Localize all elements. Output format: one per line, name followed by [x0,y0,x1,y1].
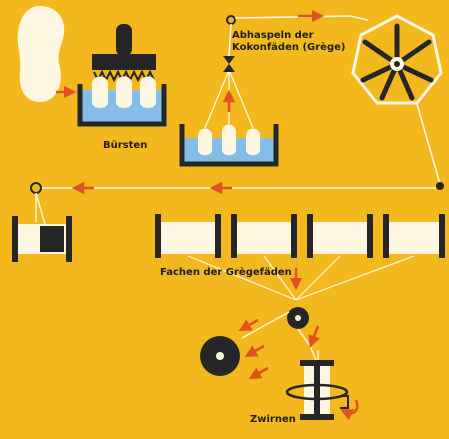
spindle-top [300,360,334,366]
twisting-label: Zwirnen [250,414,296,425]
doubling-bobbin-1-flange-left [155,214,161,258]
left-guide-eye [30,182,42,194]
reel-down-thread [416,103,441,185]
brushing-label: Bürsten [103,140,148,151]
doubling-threads [187,255,415,301]
doubling-bobbin-2 [236,222,292,254]
spindle-bottom [300,414,334,420]
brush-bristles [93,69,155,83]
cocoon-reel-1 [198,128,212,156]
doubling-label: Fachen der Grègefäden [160,267,292,278]
doubling-bobbin-1 [160,222,216,254]
doubling-bobbin-4-flange-right [439,214,445,258]
doubling-bobbin-4 [388,222,440,254]
reel-spokes [360,23,434,101]
spindle-rotation-hook [340,395,349,409]
rotation-arrow [340,399,359,421]
reeling-label-line-2: Kokonfäden (Grège) [232,42,346,53]
brushing-bath-tank [77,84,167,127]
doubling-pulley-center [295,315,301,321]
twisting-spindle [285,350,359,421]
cocoon [17,6,65,102]
croissure-guide [223,56,235,72]
cocoon-in-bath-3 [140,76,156,108]
silk-reel [351,14,443,105]
cocoon-reel-3 [246,128,260,156]
winding-bobbin-flange-right [66,216,72,262]
spindle-rotation-ring [285,383,349,401]
doubling-bobbin-3 [312,222,368,254]
doubling-bobbin-2-flange-right [291,214,297,258]
right-guide-eye [436,182,444,190]
doubling-bobbin-1-flange-right [215,214,221,258]
reeling-label-line-1: Abhaspeln der [232,30,314,41]
cocoon-reel-2 [222,124,236,156]
doubling-bobbin-4-flange-left [383,214,389,258]
brushing-station [77,24,167,127]
doubling-bobbin-3-flange-right [367,214,373,258]
winding-bobbin-wound [40,226,64,252]
winding-bobbin-flange-left [12,216,18,262]
pulley-arrow-left-1 [238,318,259,332]
doubling-bobbin-2-flange-left [231,214,237,258]
pulley-arrow-down [308,325,321,348]
reeling-station [179,56,279,167]
brush-block [92,54,156,70]
winding-bobbin [12,216,72,262]
doubling-bobbin-3-flange-left [307,214,313,258]
cocoon-in-bath-2 [116,76,132,108]
thread-to-reel [228,15,369,57]
upper-guide-eye [226,15,236,25]
thread-to-left-bobbin [35,192,47,229]
doubling-bobbins [155,214,445,258]
spindle-shaft [314,366,320,414]
wheel-arrow-lower [248,366,269,380]
reel-hub-center [394,61,400,67]
collecting-wheel-hub [216,352,224,360]
wheel-arrow-left [244,344,265,358]
cocoon-in-bath-1 [92,76,108,108]
reeling-bath-tank [179,124,279,167]
brush-handle [116,24,132,56]
reel-rim [351,14,443,105]
